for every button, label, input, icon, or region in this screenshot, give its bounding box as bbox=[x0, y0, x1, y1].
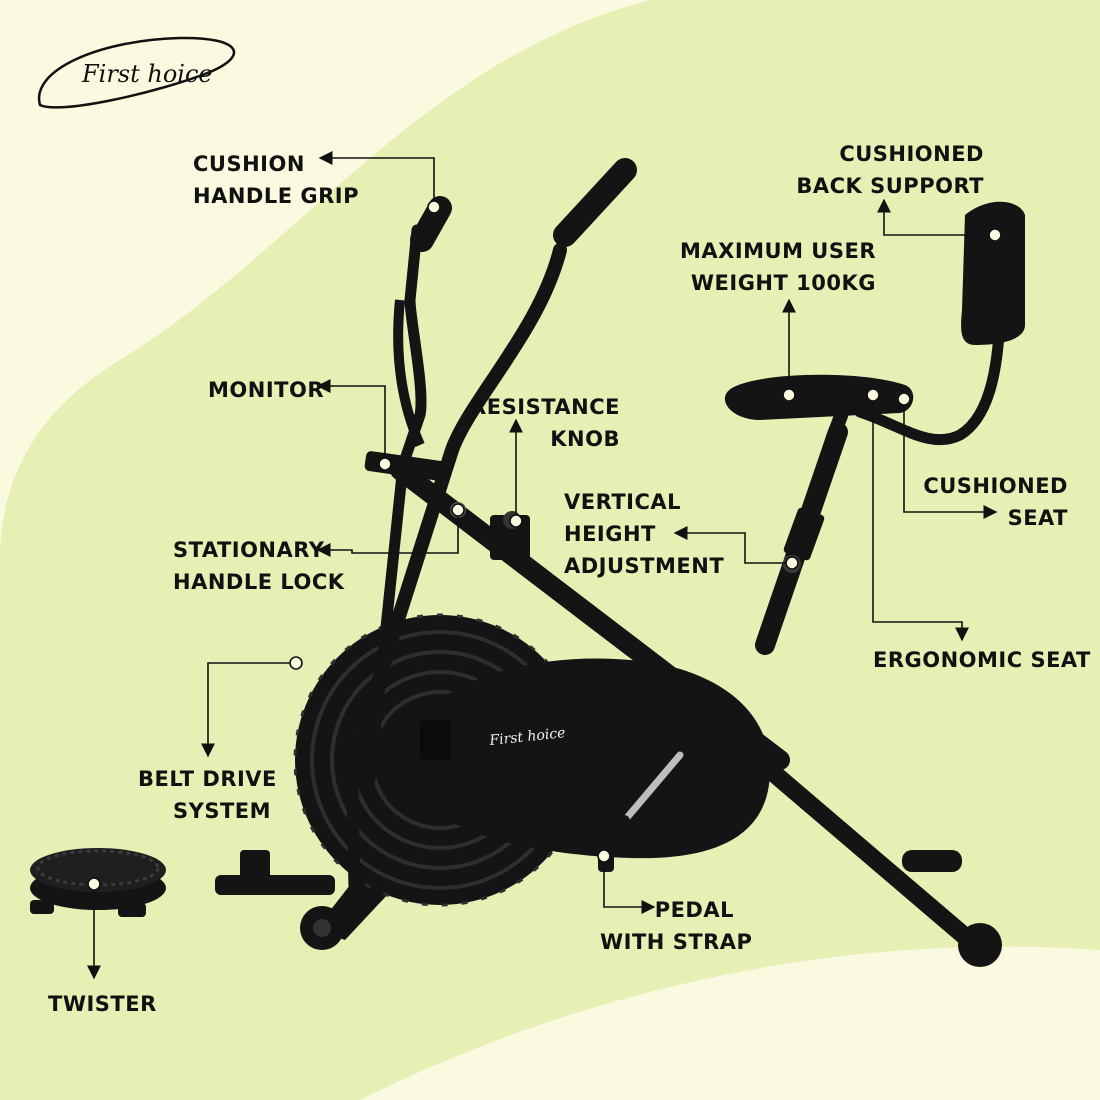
callout-cushion-handle-grip bbox=[318, 151, 435, 200]
callout-monitor bbox=[316, 379, 386, 462]
background-bottom-curve bbox=[360, 946, 1100, 1100]
label-resistance-knob: RESISTANCE KNOB bbox=[470, 395, 620, 451]
label-pedal-with-strap: PEDAL WITH STRAP bbox=[600, 898, 753, 954]
label-ergonomic-seat: ERGONOMIC SEAT bbox=[873, 648, 1091, 672]
callout-ergonomic-seat bbox=[872, 396, 969, 642]
callout-lines bbox=[87, 151, 998, 980]
callout-pedal-strap bbox=[603, 858, 656, 914]
label-cushion-handle-grip: CUSHION HANDLE GRIP bbox=[193, 152, 359, 208]
label-cushioned-seat: CUSHIONED SEAT bbox=[923, 474, 1068, 530]
label-belt-drive-system: BELT DRIVE SYSTEM bbox=[138, 767, 277, 823]
callout-cushioned-seat bbox=[903, 400, 998, 519]
brand-logo: First hoice bbox=[37, 36, 236, 109]
label-stationary-handle-lock: STATIONARY HANDLE LOCK bbox=[173, 538, 345, 594]
callout-dots bbox=[87, 200, 1002, 891]
callout-belt-drive bbox=[201, 662, 294, 758]
label-cushioned-back-support: CUSHIONED BACK SUPPORT bbox=[796, 142, 984, 198]
svg-text:First hoice: First hoice bbox=[81, 60, 213, 88]
label-monitor: MONITOR bbox=[208, 378, 324, 402]
callout-vertical-height bbox=[673, 526, 790, 564]
label-max-user-weight: MAXIMUM USER WEIGHT 100KG bbox=[679, 239, 876, 295]
callout-stationary-handle-lock bbox=[316, 510, 459, 557]
label-vertical-height-adjustment: VERTICAL HEIGHT ADJUSTMENT bbox=[564, 490, 725, 578]
label-twister: TWISTER bbox=[48, 992, 157, 1016]
callout-back-support bbox=[877, 198, 993, 236]
